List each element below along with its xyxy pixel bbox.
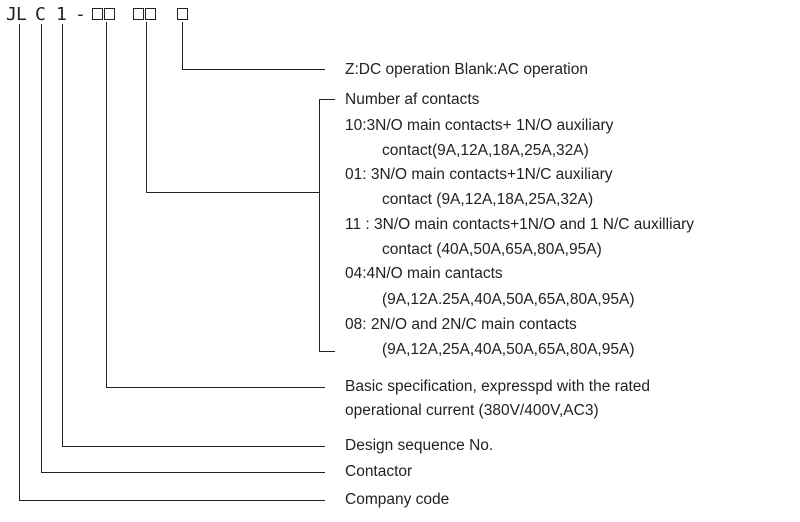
code-box-spec-1 [92, 8, 103, 20]
contacts-item-10-line1: 10:3N/O main contacts+ 1N/O auxiliary [345, 117, 614, 134]
basic-spec-line1: Basic specification, expresspd with the … [345, 378, 650, 395]
contacts-item-04-line2: (9A,12A.25A,40A,50A,65A,80A,95A) [382, 291, 635, 308]
contacts-item-01-line2: contact (9A,12A,18A,25A,32A) [382, 191, 594, 208]
contacts-item-08-line1: 08: 2N/O and 2N/C main contacts [345, 316, 577, 333]
connector-contactor-horizontal [41, 472, 325, 474]
contacts-bracket-vertical [319, 99, 321, 352]
contacts-bracket-bottom [319, 351, 335, 353]
code-box-contacts-2 [145, 8, 156, 20]
code-char-l: L [16, 4, 27, 25]
connector-spec-horizontal [106, 387, 325, 389]
connector-company-vertical [19, 24, 21, 501]
code-char-1: 1 [56, 4, 67, 25]
connector-sequence-vertical [62, 24, 64, 447]
code-box-operation [177, 8, 188, 20]
contacts-item-04-line1: 04:4N/O main cantacts [345, 265, 503, 282]
connector-operation-horizontal [182, 69, 325, 71]
basic-spec-line2: operational current (380V/400V,AC3) [345, 402, 599, 419]
contacts-item-01-line1: 01: 3N/O main contacts+1N/C auxiliary [345, 166, 613, 183]
contacts-item-08-line2: (9A,12A,25A,40A,50A,65A,80A,95A) [382, 341, 635, 358]
connector-spec-vertical [106, 22, 108, 388]
code-char-c: C [35, 4, 46, 25]
design-sequence-label: Design sequence No. [345, 437, 494, 454]
contacts-item-11-line1: 11 : 3N/O main contacts+1N/O and 1 N/C a… [345, 216, 695, 233]
contactor-label: Contactor [345, 463, 413, 480]
contacts-item-10-line2: contact(9A,12A,18A,25A,32A) [382, 142, 589, 159]
connector-company-horizontal [19, 500, 325, 502]
contacts-bracket-top [319, 99, 335, 101]
operation-label: Z:DC operation Blank:AC operation [345, 61, 588, 78]
code-char-dash: - [75, 4, 86, 25]
connector-operation-vertical [182, 22, 184, 70]
code-char-j: J [6, 4, 17, 25]
connector-contacts-horizontal [146, 192, 319, 194]
connector-contactor-vertical [41, 24, 43, 473]
contacts-item-11-line2: contact (40A,50A,65A,80A,95A) [382, 241, 602, 258]
company-code-label: Company code [345, 491, 450, 508]
contacts-heading: Number af contacts [345, 91, 480, 108]
code-box-spec-2 [104, 8, 115, 20]
connector-contacts-vertical [146, 22, 148, 193]
code-box-contacts-1 [133, 8, 144, 20]
connector-sequence-horizontal [62, 446, 325, 448]
